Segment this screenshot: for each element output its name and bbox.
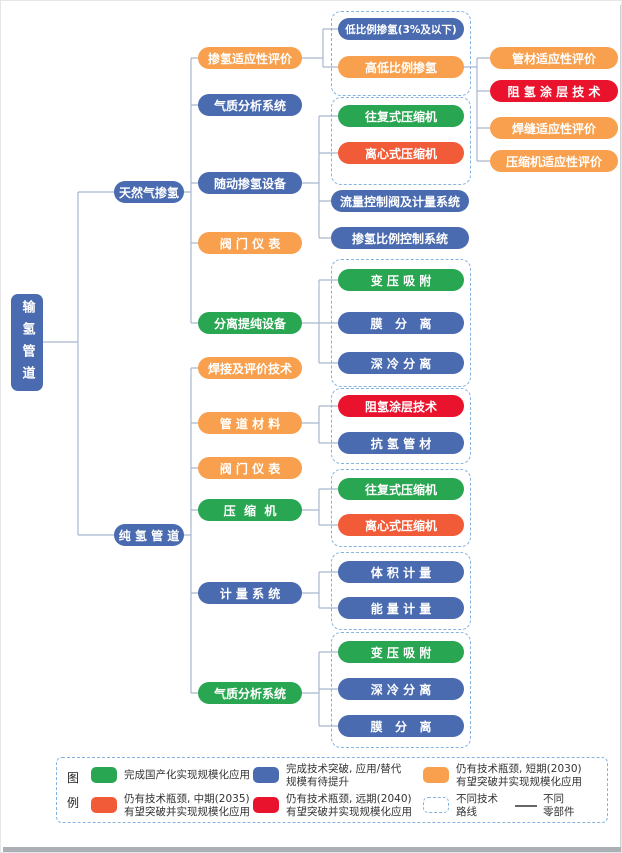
node-volume-metering: 体 积 计 量 (338, 561, 464, 583)
node-high-low-ratio-blending: 高低比例掺氢 (338, 56, 464, 78)
node-separation-purification-equipment: 分离提纯设备 (198, 312, 302, 334)
node-metering-system: 计 量 系 统 (198, 582, 302, 604)
connector-compressor (302, 488, 338, 526)
node-blending-ratio-control: 掺氢比例控制系统 (331, 227, 469, 249)
node-weld-adaptability-evaluation: 焊缝适应性评价 (490, 117, 618, 139)
node-natural-gas-hydrogen-blending: 天然气掺氢 (114, 181, 184, 203)
legend-text-red-orange: 仍有技术瓶颈, 中期(2035) 有望突破并实现规模化应用 (124, 793, 250, 818)
connector-blending-eval (302, 28, 338, 68)
legend-chip-green (91, 767, 117, 783)
node-energy-metering: 能 量 计 量 (338, 597, 464, 619)
connector-ng-children (184, 57, 198, 324)
tech-route-group-blending-ratio (331, 11, 471, 96)
tech-route-group-pure-compressors (331, 469, 471, 547)
connector-root (43, 191, 114, 536)
node-low-ratio-blending: 低比例掺氢(3%及以下) (338, 18, 464, 40)
node-follow-up-blending-equipment: 随动掺氢设备 (198, 172, 302, 194)
connector-pipe-material (302, 405, 338, 444)
node-psa-ng: 变 压 吸 附 (338, 269, 464, 291)
node-centrifugal-compressor-pure: 离心式压缩机 (338, 514, 464, 536)
node-pipe-material-adaptability-evaluation: 管材适应性评价 (490, 47, 618, 69)
node-valve-instrument-ng: 阀 门 仪 表 (198, 232, 302, 254)
node-hydrogen-barrier-coating: 阻氢涂层技术 (338, 395, 464, 417)
node-hydrogen-pipeline-root: 输氢管道 (11, 294, 43, 391)
legend-text-blue: 完成技术突破, 应用/替代 规模有待提升 (286, 763, 402, 788)
node-gas-quality-analysis-pure: 气质分析系统 (198, 682, 302, 704)
page-edge-bottom (3, 847, 621, 852)
tech-route-group-gas-analysis (331, 632, 471, 748)
legend-text-red: 仍有技术瓶颈, 远期(2040) 有望突破并实现规模化应用 (286, 793, 412, 818)
node-membrane-separation-ng: 膜 分 离 (338, 312, 464, 334)
connector-pure-children (184, 367, 198, 694)
legend-chip-dashed-route (423, 797, 449, 813)
node-gas-quality-analysis-ng: 气质分析系统 (198, 94, 302, 116)
tech-route-group-pipe-material (331, 388, 471, 464)
tech-route-group-metering (331, 552, 471, 630)
page-edge-right (620, 5, 621, 848)
legend-title: 图例 (67, 771, 80, 810)
node-cryogenic-separation-ng: 深 冷 分 离 (338, 352, 464, 374)
legend-text-green: 完成国产化实现规模化应用 (124, 769, 250, 781)
connector-separation (302, 279, 338, 364)
node-centrifugal-compressor-ng: 离心式压缩机 (338, 142, 464, 164)
legend-chip-orange (423, 767, 449, 783)
tech-route-group-ng-compressors (331, 97, 471, 185)
node-hydrogen-barrier-coating-l4: 阻 氢 涂 层 技 术 (490, 80, 618, 102)
legend-chip-red (253, 797, 279, 813)
node-compressor-adaptability-evaluation: 压缩机适应性评价 (490, 150, 618, 172)
legend-text-dashed-route: 不同技术 路线 (456, 793, 498, 818)
connector-gas-analysis-pure (302, 651, 338, 727)
legend-chip-blue (253, 767, 279, 783)
node-cryogenic-separation-pure: 深 冷 分 离 (338, 678, 464, 700)
node-psa-pure: 变 压 吸 附 (338, 641, 464, 663)
node-valve-instrument-pure: 阀 门 仪 表 (198, 457, 302, 479)
legend-text-line: 不同 零部件 (543, 793, 575, 818)
legend-box: 图例 完成国产化实现规模化应用 完成技术突破, 应用/替代 规模有待提升 仍有技… (56, 757, 608, 823)
node-pipeline-material: 管 道 材 料 (198, 412, 302, 434)
node-pure-hydrogen-pipeline: 纯 氢 管 道 (114, 524, 184, 546)
tech-route-group-separation (331, 259, 471, 387)
node-membrane-separation-pure: 膜 分 离 (338, 715, 464, 737)
node-reciprocating-compressor-ng: 往复式压缩机 (338, 105, 464, 127)
connector-blend-equipment (302, 115, 338, 239)
legend-line-sample (515, 805, 537, 807)
connector-metering (302, 571, 338, 609)
node-compressor-pure: 压 缩 机 (198, 499, 302, 521)
node-anti-hydrogen-pipe: 抗 氢 管 材 (338, 432, 464, 454)
node-welding-evaluation-tech: 焊接及评价技术 (198, 357, 302, 379)
node-reciprocating-compressor-pure: 往复式压缩机 (338, 478, 464, 500)
node-flow-control-valve-metering: 流量控制阀及计量系统 (331, 190, 469, 212)
legend-chip-red-orange (91, 797, 117, 813)
node-blending-adaptability-evaluation: 掺氢适应性评价 (198, 47, 302, 69)
legend-text-orange: 仍有技术瓶颈, 短期(2030) 有望突破并实现规模化应用 (456, 763, 582, 788)
